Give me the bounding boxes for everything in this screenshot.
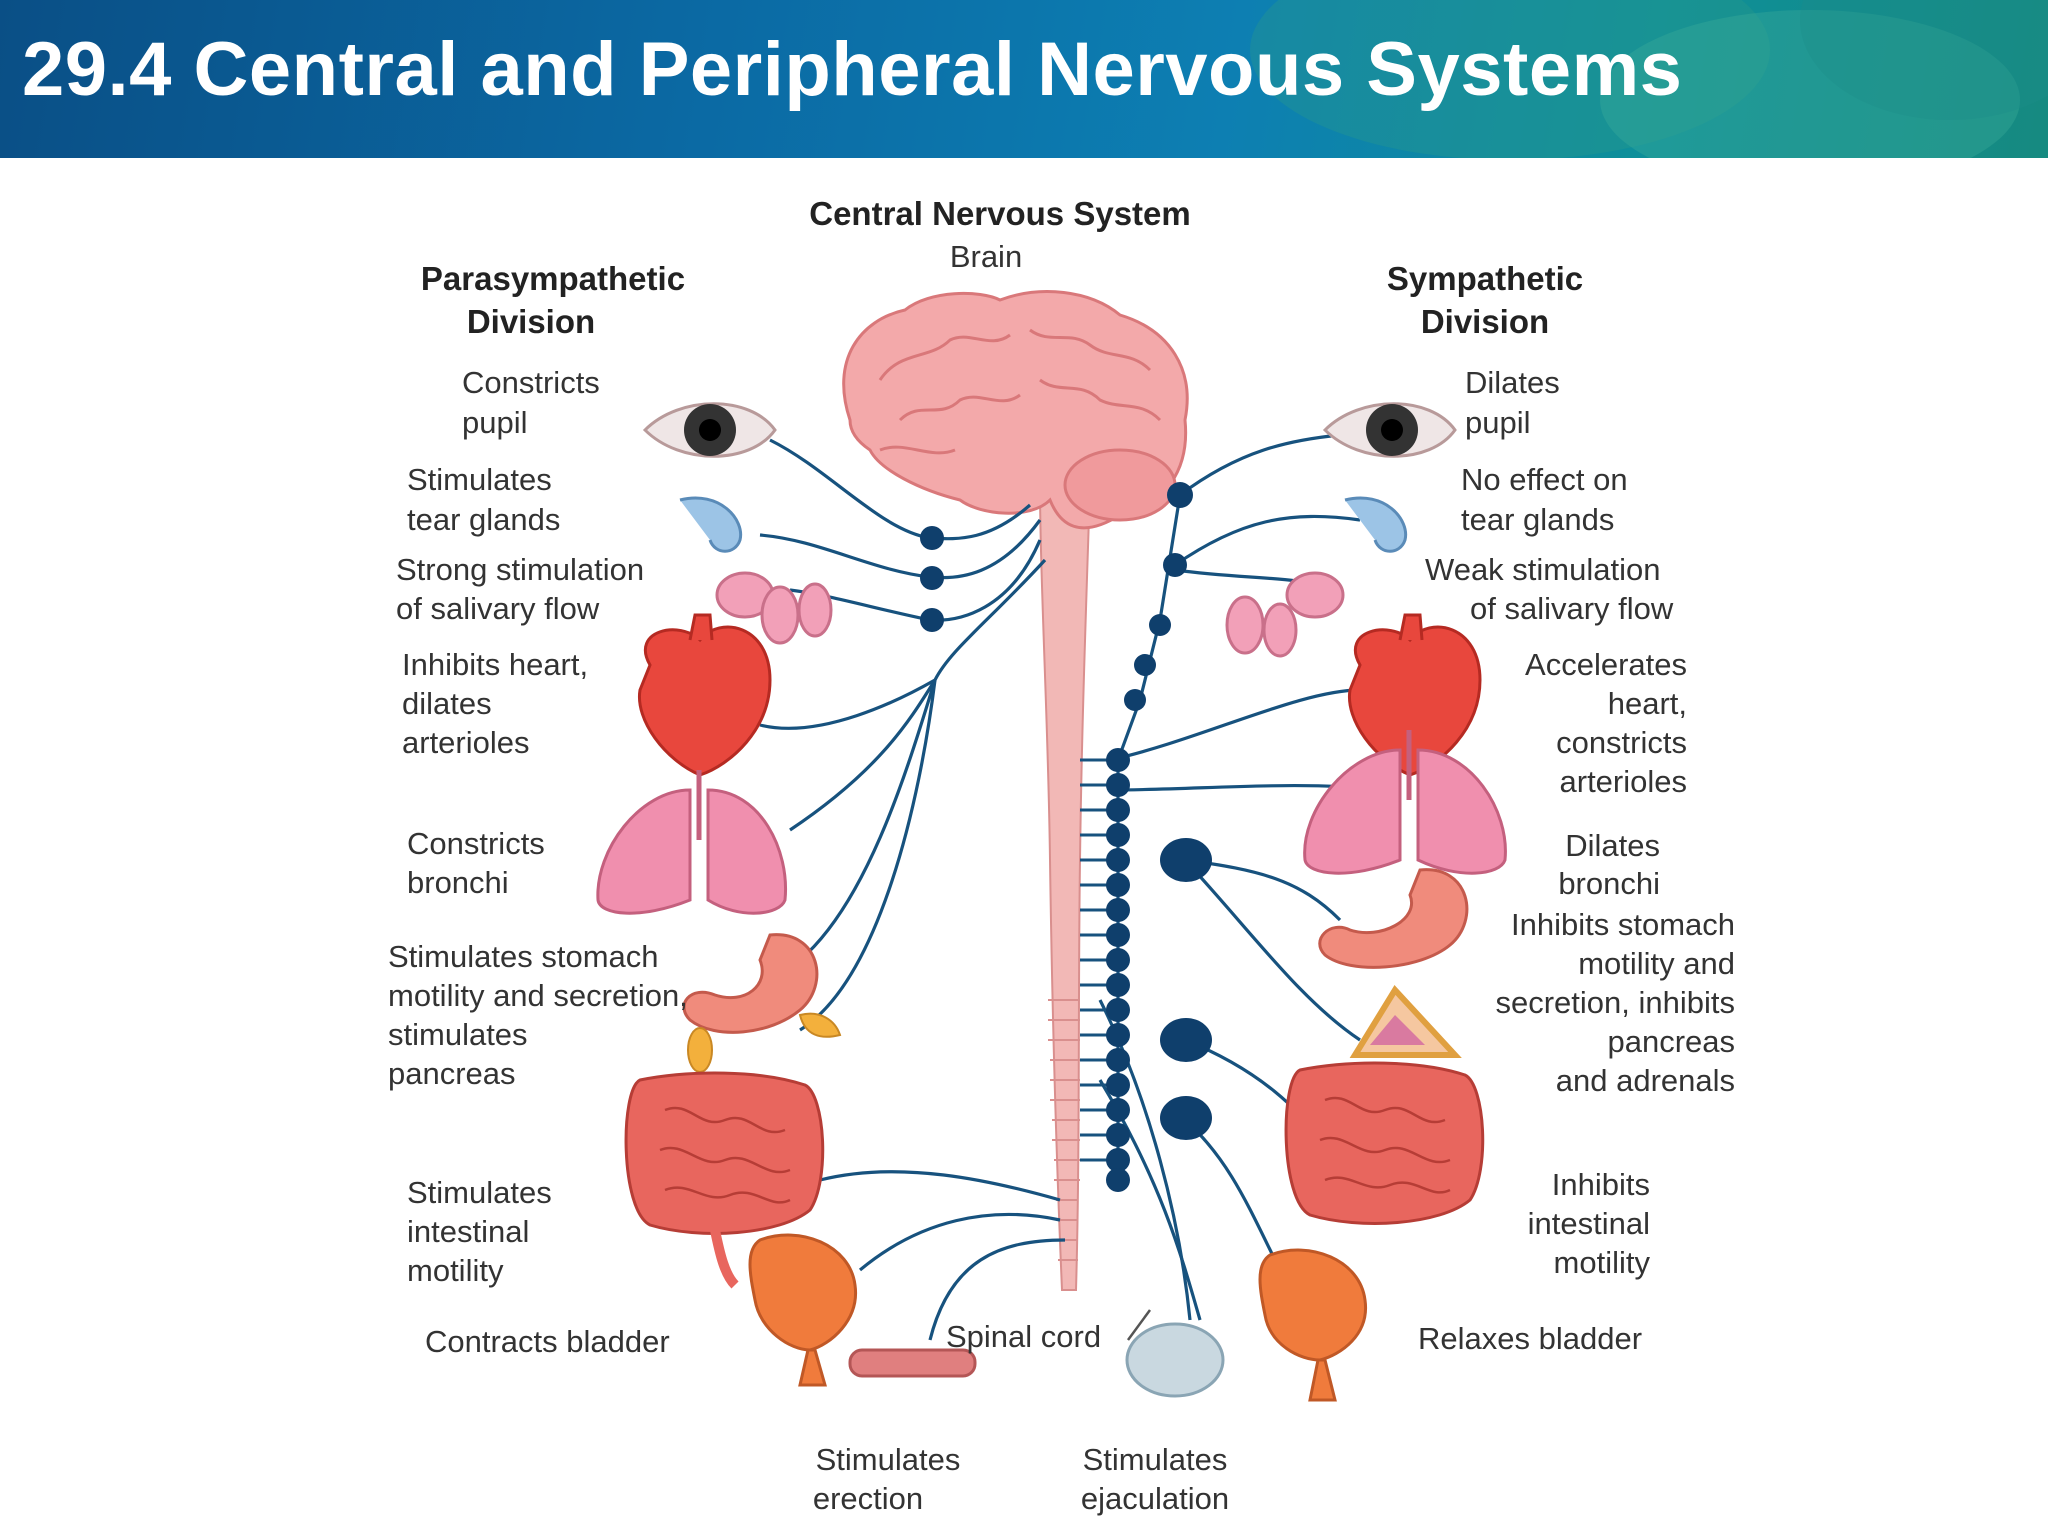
symp-saliva-label: of salivary flow — [1470, 591, 1674, 626]
cns-title: Central Nervous System — [809, 195, 1190, 232]
penis-icon — [848, 1348, 977, 1378]
testis-icon — [1125, 1322, 1225, 1398]
para-heart-label: Inhibits heart, — [402, 647, 588, 682]
tear-gland-icon — [1344, 496, 1408, 553]
bladder-icon — [1258, 1248, 1367, 1402]
para-stomach-label: stimulates — [388, 1017, 528, 1052]
symp-stomach-label: and adrenals — [1556, 1063, 1735, 1098]
para-erection-label: Stimulates — [816, 1442, 961, 1477]
symp-heart-label: heart, — [1608, 686, 1687, 721]
parasympathetic-nerves — [759, 438, 1066, 1341]
slide-title: 29.4 Central and Peripheral Nervous Syst… — [22, 27, 1683, 112]
lung-icon — [1303, 730, 1507, 875]
symp-ejaculation-label: Stimulates — [1083, 1442, 1228, 1477]
symp-stomach-label: secretion, inhibits — [1495, 985, 1735, 1020]
stomach-icon — [682, 933, 819, 1034]
heart-icon — [637, 613, 772, 777]
para-bladder-label: Contracts bladder — [425, 1324, 670, 1359]
symp-heart-label: Accelerates — [1525, 647, 1687, 682]
symp-bronchi-label: Dilates — [1565, 828, 1660, 863]
eye-icon — [642, 402, 777, 458]
intestine-icon — [1284, 1061, 1485, 1225]
parasympathetic-title: Parasympathetic — [421, 260, 685, 297]
bladder-icon — [748, 1233, 857, 1387]
para-erection-label: erection — [813, 1481, 923, 1516]
para-saliva-label: Strong stimulation — [396, 552, 644, 587]
para-tear-label: Stimulates — [407, 462, 552, 497]
symp-pupil-label: Dilates — [1465, 365, 1560, 400]
symp-bladder-label: Relaxes bladder — [1418, 1321, 1642, 1356]
spinal-cord-label: Spinal cord — [946, 1319, 1101, 1354]
para-saliva-label: of salivary flow — [396, 591, 600, 626]
symp-intestine-label: Inhibits — [1552, 1167, 1650, 1202]
heart-icon — [1347, 613, 1482, 777]
adrenal-icon — [1349, 985, 1462, 1058]
salivary-gland-icon — [715, 571, 833, 645]
para-pupil-label: Constricts — [462, 365, 600, 400]
parasympathetic-title: Division — [467, 303, 595, 340]
sympathetic-title: Division — [1421, 303, 1549, 340]
para-pupil-label: pupil — [462, 405, 528, 440]
salivary-gland-icon — [1225, 571, 1345, 658]
tear-gland-icon — [679, 496, 743, 553]
slide-header: 29.4 Central and Peripheral Nervous Syst… — [0, 0, 2048, 158]
para-stomach-label: pancreas — [388, 1056, 516, 1091]
symp-heart-label: arterioles — [1560, 764, 1688, 799]
symp-intestine-label: motility — [1554, 1245, 1651, 1280]
symp-ejaculation-label: ejaculation — [1081, 1481, 1229, 1516]
header-leaf-decoration — [1600, 10, 2020, 158]
symp-stomach-label: motility and — [1578, 946, 1735, 981]
brain-label: Brain — [950, 239, 1022, 274]
symp-stomach-label: Inhibits stomach — [1511, 907, 1735, 942]
para-stomach-label: Stimulates stomach — [388, 939, 659, 974]
para-bronchi-label: Constricts — [407, 826, 545, 861]
para-stomach-label: motility and secretion, — [388, 978, 688, 1013]
para-tear-label: tear glands — [407, 502, 560, 537]
para-heart-label: dilates — [402, 686, 492, 721]
lung-icon — [596, 770, 788, 915]
eye-icon — [1322, 402, 1457, 458]
stomach-icon — [1318, 868, 1469, 969]
symp-saliva-label: Weak stimulation — [1425, 552, 1660, 587]
para-intestine-label: intestinal — [407, 1214, 529, 1249]
symp-intestine-label: intestinal — [1528, 1206, 1650, 1241]
spinal-cord-leader — [1126, 1309, 1152, 1341]
spinal-cord-icon — [1038, 419, 1094, 1291]
intestine-icon — [624, 1071, 825, 1289]
header-leaf-decoration — [1250, 0, 1770, 158]
symp-heart-label: constricts — [1556, 725, 1687, 760]
symp-tear-label: tear glands — [1461, 502, 1614, 537]
sympathetic-nerves — [1080, 433, 1381, 1321]
symp-bronchi-label: bronchi — [1558, 866, 1660, 901]
para-intestine-label: motility — [407, 1253, 504, 1288]
symp-tear-label: No effect on — [1461, 462, 1628, 497]
pancreas-icon — [687, 1012, 842, 1073]
symp-pupil-label: pupil — [1465, 405, 1531, 440]
sympathetic-title: Sympathetic — [1387, 260, 1583, 297]
para-intestine-label: Stimulates — [407, 1175, 552, 1210]
brain-icon — [842, 290, 1189, 530]
para-heart-label: arterioles — [402, 725, 530, 760]
para-bronchi-label: bronchi — [407, 865, 509, 900]
symp-stomach-label: pancreas — [1607, 1024, 1735, 1059]
